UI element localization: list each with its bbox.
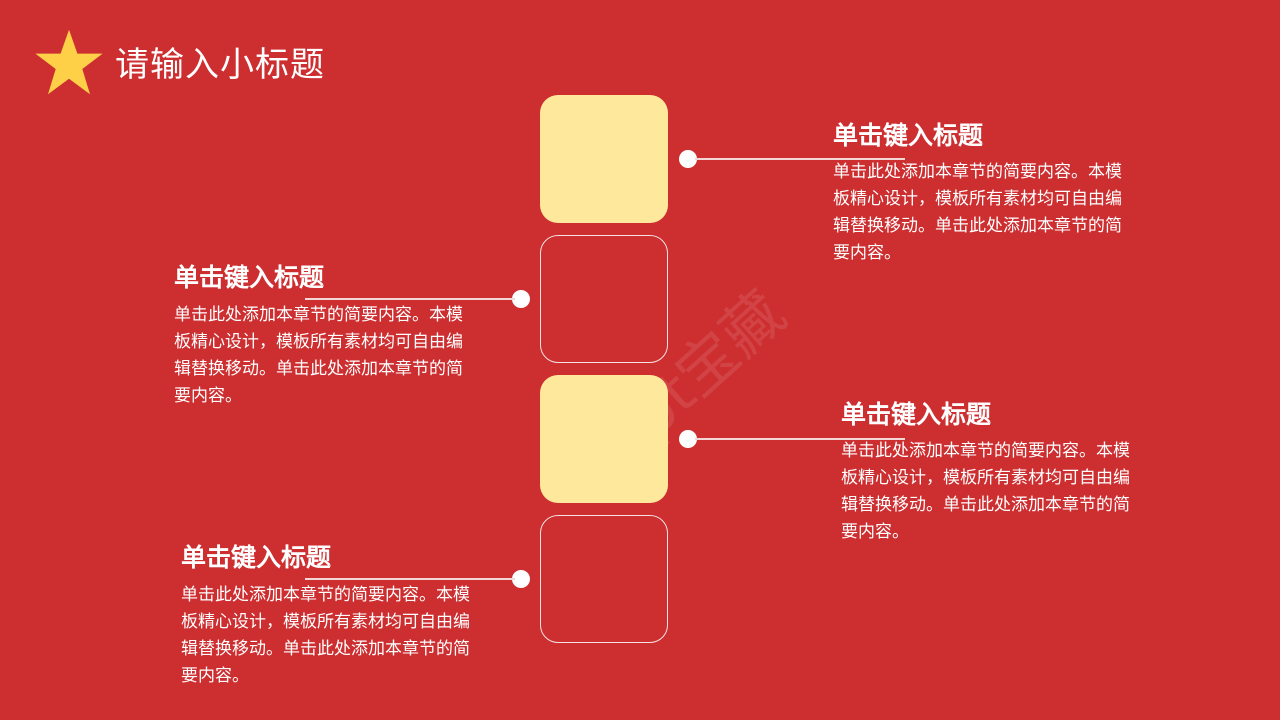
item-title-1[interactable]: 单击键入标题 [833,121,984,150]
item-text-3[interactable]: 单击此处添加本章节的简要内容。本模板精心设计，模板所有素材均可自由编辑替换移动。… [841,441,1130,542]
connector-dot-2 [512,290,530,308]
item-title-3[interactable]: 单击键入标题 [841,400,992,429]
step-box-4 [540,515,668,643]
step-box-1 [540,95,668,223]
slide-title[interactable]: 请输入小标题 [115,45,325,85]
connector-line-1 [695,158,905,160]
connector-line-3 [695,438,905,440]
star-icon [35,29,103,95]
connector-dot-1 [679,150,697,168]
connector-line-4 [305,578,515,580]
connector-dot-3 [679,430,697,448]
step-box-2 [540,235,668,363]
connector-line-2 [305,298,515,300]
step-box-3 [540,375,668,503]
item-text-4[interactable]: 单击此处添加本章节的简要内容。本模板精心设计，模板所有素材均可自由编辑替换移动。… [181,585,470,686]
item-title-4[interactable]: 单击键入标题 [181,543,332,572]
item-text-1[interactable]: 单击此处添加本章节的简要内容。本模板精心设计，模板所有素材均可自由编辑替换移动。… [833,162,1122,263]
item-title-2[interactable]: 单击键入标题 [174,263,325,292]
connector-dot-4 [512,570,530,588]
item-text-2[interactable]: 单击此处添加本章节的简要内容。本模板精心设计，模板所有素材均可自由编辑替换移动。… [174,305,463,406]
